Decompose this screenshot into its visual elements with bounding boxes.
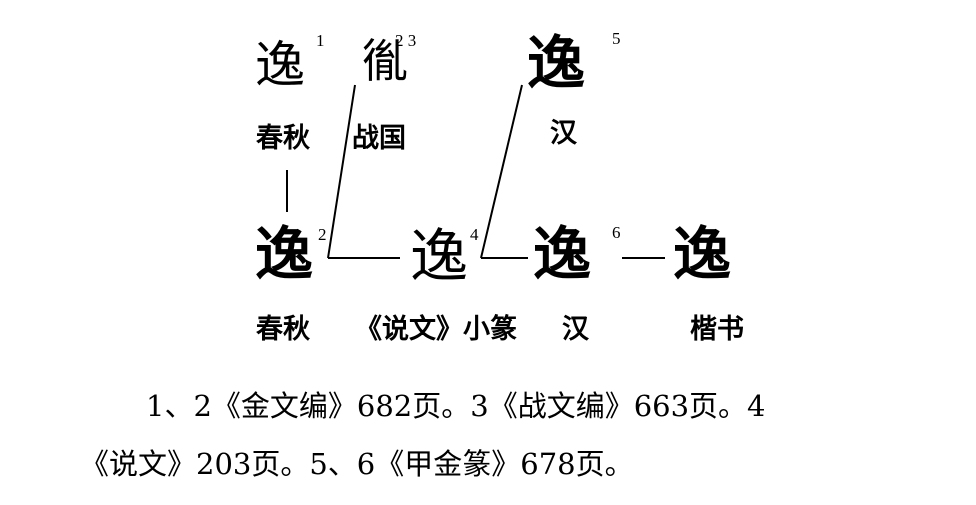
glyph-form-1: 逸 — [255, 36, 305, 94]
source-caption-line-1: 1、2《金文编》682页。3《战文编》663页。4 — [146, 389, 766, 423]
glyph-form-5: 逸 — [527, 29, 586, 97]
form-2-number: 2 — [318, 225, 327, 244]
form-1-era-label: 春秋 — [256, 123, 310, 154]
glyph-form-4: 逸 — [410, 222, 468, 290]
source-caption-line-2: 《说文》203页。5、6《甲金篆》678页。 — [80, 447, 634, 481]
glyph-form-2: 逸 — [255, 220, 314, 288]
form-2-era-label: 春秋 — [256, 314, 310, 345]
form-5-era-label: 汉 — [550, 118, 577, 149]
form-3-number: 2 3 — [395, 31, 417, 50]
connector-5-to-6 — [480, 84, 523, 259]
form-5-number: 5 — [612, 29, 621, 48]
form-6-number: 6 — [612, 223, 621, 242]
form-7-era-label: 楷书 — [690, 314, 744, 345]
connector-3-to-4 — [327, 84, 356, 259]
form-3-era-label: 战国 — [352, 123, 406, 154]
glyph-form-6: 逸 — [533, 220, 592, 288]
form-4-era-label: 《说文》小篆 — [355, 314, 517, 345]
form-4-number: 4 — [470, 225, 479, 244]
form-6-era-label: 汉 — [562, 314, 589, 345]
form-1-number: 1 — [316, 31, 325, 50]
glyph-form-3: 㣧 — [362, 34, 408, 88]
glyph-form-7: 逸 — [673, 220, 732, 288]
